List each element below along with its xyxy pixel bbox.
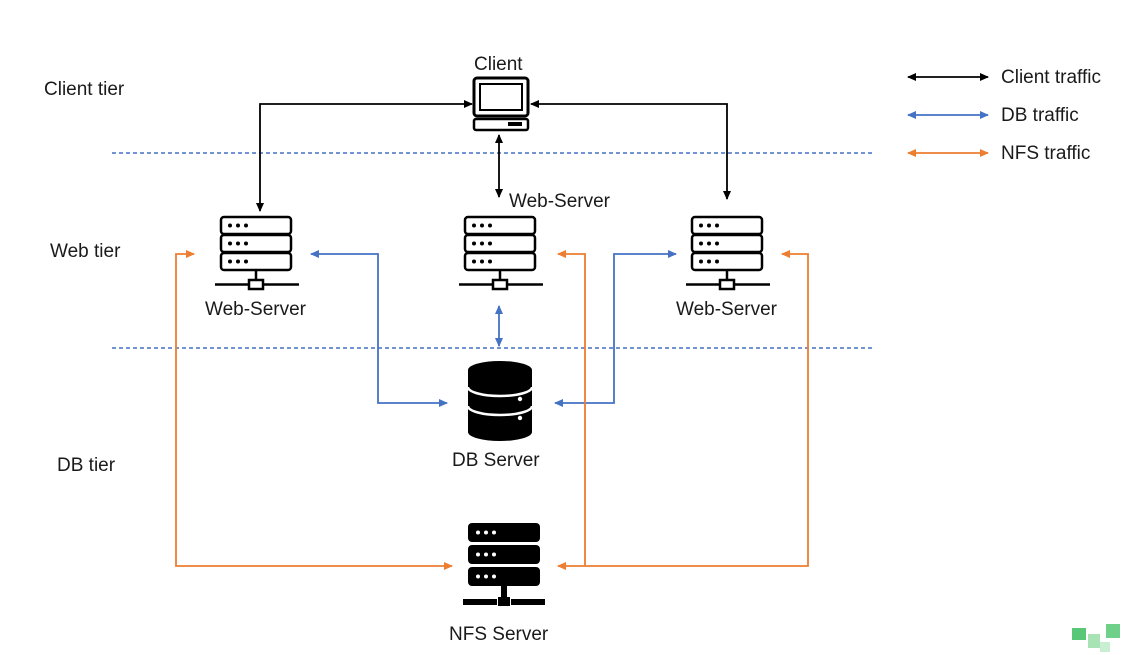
client-label: Client xyxy=(474,54,523,75)
web-server-left-label: Web-Server xyxy=(205,299,307,320)
db-traffic-right xyxy=(554,250,677,407)
web-server-right-icon xyxy=(684,215,772,291)
legend-nfs-traffic-label: NFS traffic xyxy=(1001,143,1091,164)
nfs-server-label: NFS Server xyxy=(449,624,549,645)
tier-label-client: Client tier xyxy=(44,79,125,100)
nfs-server-icon xyxy=(463,523,545,606)
nfs-traffic-right xyxy=(557,250,809,570)
db-traffic-left xyxy=(310,250,448,407)
corner-watermark xyxy=(1072,624,1120,652)
client-computer-icon xyxy=(472,76,530,132)
database-icon xyxy=(466,361,534,441)
tier-label-web: Web tier xyxy=(50,241,121,262)
web-server-center-icon xyxy=(457,215,545,291)
db-server-label: DB Server xyxy=(452,450,540,471)
legend-db-traffic-label: DB traffic xyxy=(1001,105,1079,126)
tier-label-db: DB tier xyxy=(57,455,116,476)
web-server-center-label: Web-Server xyxy=(509,191,611,212)
web-server-right-label: Web-Server xyxy=(676,299,778,320)
web-server-left-icon xyxy=(213,215,301,291)
client-traffic-left xyxy=(256,100,473,212)
client-traffic-right xyxy=(530,100,731,200)
legend-client-traffic-label: Client traffic xyxy=(1001,67,1101,88)
nfs-traffic-left xyxy=(175,250,453,570)
nfs-traffic-center xyxy=(557,250,586,566)
